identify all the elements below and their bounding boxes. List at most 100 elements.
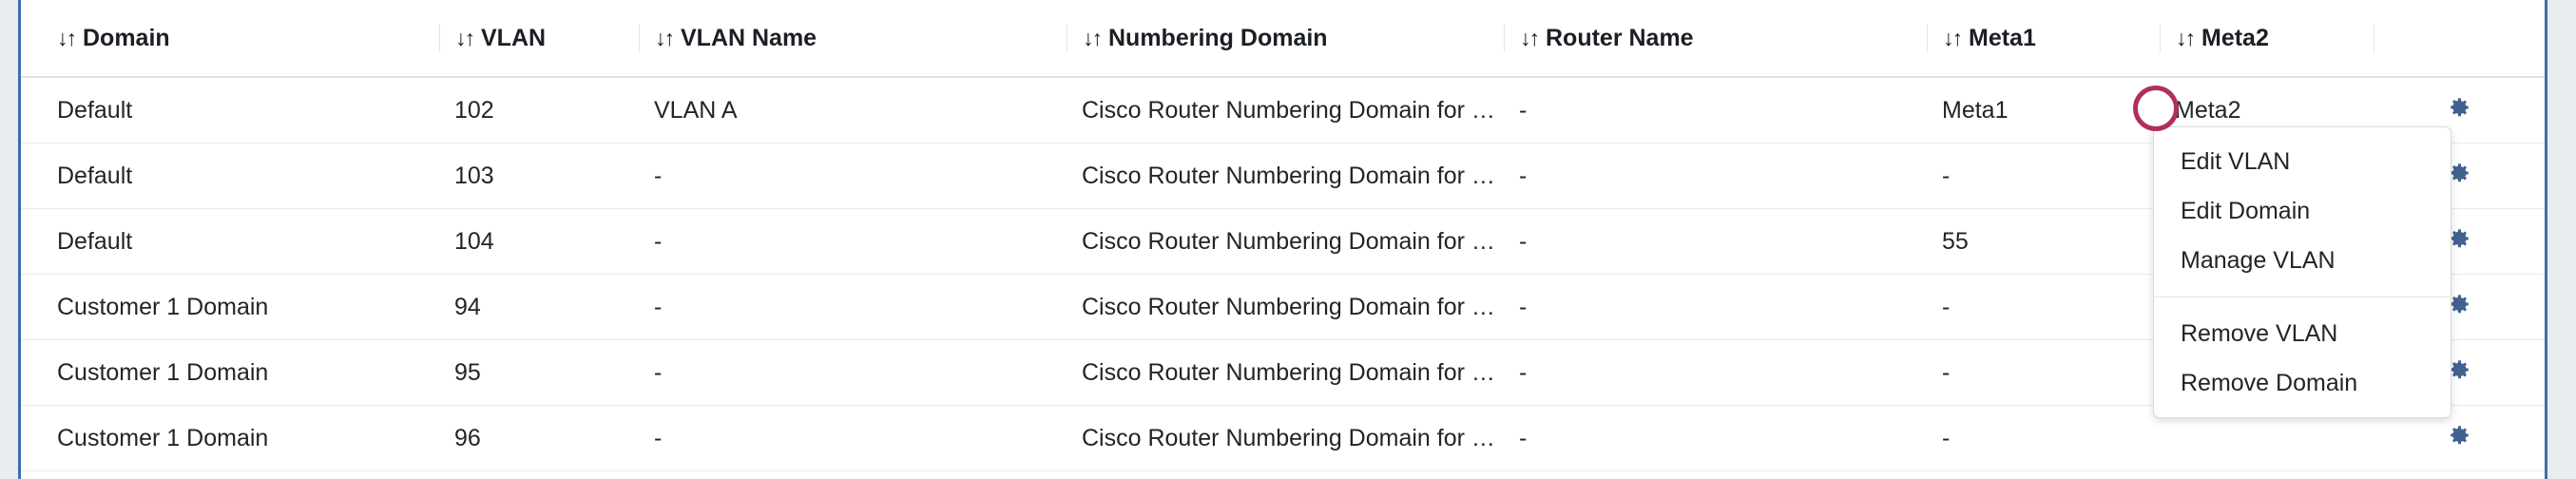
gear-icon[interactable] <box>2447 357 2471 382</box>
table-cell-meta1-value: - <box>1942 424 1951 451</box>
panel-right-border <box>2545 0 2547 479</box>
column-header-router-name[interactable]: ↓↑Router Name <box>1504 0 1927 78</box>
sort-icon[interactable]: ↓↑ <box>57 26 77 50</box>
table-cell-meta1-value: - <box>1942 293 1951 320</box>
table-cell-domain-value: Default <box>57 96 133 124</box>
table-cell-domain: Default <box>21 143 439 209</box>
table-cell-numbering-domain-value: Cisco Router Numbering Domain for … <box>1082 358 1495 386</box>
menu-item-remove-domain[interactable]: Remove Domain <box>2181 370 2358 396</box>
menu-item-remove-vlan[interactable]: Remove VLAN <box>2181 320 2338 347</box>
vlan-domain-table: ↓↑Domain ↓↑VLAN ↓↑VLAN Name <box>21 0 2545 471</box>
table-cell-vlan-name: - <box>639 143 1067 209</box>
table-cell-meta1: - <box>1927 143 2160 209</box>
table-cell-router-name: - <box>1504 274 1927 340</box>
column-header-vlan-name[interactable]: ↓↑VLAN Name <box>639 0 1067 78</box>
table-cell-domain: Default <box>21 77 439 144</box>
table-panel: ↓↑Domain ↓↑VLAN ↓↑VLAN Name <box>21 0 2545 479</box>
column-header-meta1-label: Meta1 <box>1969 25 2036 51</box>
table-cell-router-name-value: - <box>1519 227 1528 255</box>
sort-icon[interactable]: ↓↑ <box>1083 26 1103 50</box>
column-header-meta1[interactable]: ↓↑Meta1 <box>1927 0 2160 78</box>
table-cell-vlan-name: - <box>639 274 1067 340</box>
sort-icon[interactable]: ↓↑ <box>1943 26 1963 50</box>
table-cell-router-name-value: - <box>1519 424 1528 451</box>
gear-icon[interactable] <box>2447 161 2471 185</box>
gear-icon[interactable] <box>2447 226 2471 251</box>
table-cell-numbering-domain: Cisco Router Numbering Domain for … <box>1067 208 1504 275</box>
column-header-vlan[interactable]: ↓↑VLAN <box>439 0 639 78</box>
table-cell-meta1-value: - <box>1942 358 1951 386</box>
panel-left-border <box>18 0 21 479</box>
table-cell-domain-value: Default <box>57 162 133 189</box>
table-cell-vlan-value: 96 <box>454 424 481 451</box>
table-cell-numbering-domain: Cisco Router Numbering Domain for … <box>1067 143 1504 209</box>
table-cell-domain: Default <box>21 208 439 275</box>
table-cell-domain-value: Customer 1 Domain <box>57 293 269 320</box>
table-cell-router-name-value: - <box>1519 96 1528 124</box>
sort-icon[interactable]: ↓↑ <box>455 26 475 50</box>
table-cell-meta1-value: Meta1 <box>1942 96 2009 124</box>
gear-icon[interactable] <box>2447 423 2471 448</box>
table-cell-router-name: - <box>1504 405 1927 471</box>
table-header-row: ↓↑Domain ↓↑VLAN ↓↑VLAN Name <box>21 0 2545 78</box>
sort-icon[interactable]: ↓↑ <box>1520 26 1540 50</box>
table-cell-vlan: 103 <box>439 143 639 209</box>
table-cell-vlan-name-value: - <box>654 227 663 255</box>
table-cell-router-name: - <box>1504 208 1927 275</box>
column-header-domain[interactable]: ↓↑Domain <box>21 0 439 78</box>
menu-item-edit-vlan[interactable]: Edit VLAN <box>2181 148 2291 175</box>
table-cell-numbering-domain-value: Cisco Router Numbering Domain for … <box>1082 293 1495 320</box>
table-cell-router-name: - <box>1504 339 1927 406</box>
table-cell-numbering-domain: Cisco Router Numbering Domain for … <box>1067 274 1504 340</box>
table-cell-meta2-value: Meta2 <box>2175 96 2241 124</box>
table-cell-meta1: Meta1 <box>1927 77 2160 144</box>
table-cell-meta1-value: 55 <box>1942 227 1969 255</box>
table-cell-vlan: 96 <box>439 405 639 471</box>
table-cell-numbering-domain: Cisco Router Numbering Domain for … <box>1067 77 1504 144</box>
column-header-vlan-name-label: VLAN Name <box>681 25 817 51</box>
menu-item-edit-domain[interactable]: Edit Domain <box>2181 198 2311 224</box>
table-body: Default 102 VLAN A Cisco Router Numbering D… <box>21 77 2545 471</box>
table-cell-domain-value: Default <box>57 227 133 255</box>
column-header-meta2[interactable]: ↓↑Meta2 <box>2160 0 2374 78</box>
gear-icon[interactable] <box>2447 292 2471 316</box>
table-cell-vlan: 95 <box>439 339 639 406</box>
table-cell-vlan-value: 104 <box>454 227 494 255</box>
table-cell-vlan: 102 <box>439 77 639 144</box>
table-cell-vlan-value: 103 <box>454 162 494 189</box>
table-cell-vlan-name: - <box>639 405 1067 471</box>
column-header-numbering-domain[interactable]: ↓↑Numbering Domain <box>1067 0 1504 78</box>
table-cell-vlan: 94 <box>439 274 639 340</box>
column-header-meta2-label: Meta2 <box>2201 25 2269 51</box>
sort-icon[interactable]: ↓↑ <box>2176 26 2196 50</box>
table-cell-meta1: 55 <box>1927 208 2160 275</box>
table-cell-vlan-value: 94 <box>454 293 481 320</box>
column-header-numbering-domain-label: Numbering Domain <box>1108 25 1328 51</box>
table-cell-vlan-value: 95 <box>454 358 481 386</box>
table-cell-router-name: - <box>1504 143 1927 209</box>
table-cell-numbering-domain-value: Cisco Router Numbering Domain for … <box>1082 96 1495 124</box>
column-header-vlan-label: VLAN <box>481 25 547 51</box>
sort-icon[interactable]: ↓↑ <box>655 26 675 50</box>
table-cell-vlan-name-value: - <box>654 358 663 386</box>
table-cell-numbering-domain-value: Cisco Router Numbering Domain for … <box>1082 162 1495 189</box>
table-cell-meta1: - <box>1927 339 2160 406</box>
table-cell-vlan-name-value: - <box>654 293 663 320</box>
table-cell-vlan-name: - <box>639 208 1067 275</box>
table-cell-vlan-value: 102 <box>454 96 494 124</box>
table-cell-vlan-name-value: - <box>654 424 663 451</box>
table-cell-meta1-value: - <box>1942 162 1951 189</box>
table-cell-numbering-domain: Cisco Router Numbering Domain for … <box>1067 405 1504 471</box>
table-cell-numbering-domain-value: Cisco Router Numbering Domain for … <box>1082 227 1495 255</box>
table-cell-meta1: - <box>1927 405 2160 471</box>
column-header-domain-label: Domain <box>83 25 170 51</box>
table-cell-vlan: 104 <box>439 208 639 275</box>
gear-icon[interactable] <box>2447 95 2471 120</box>
table-cell-router-name: - <box>1504 77 1927 144</box>
menu-item-manage-vlan[interactable]: Manage VLAN <box>2181 247 2336 274</box>
table-cell-vlan-name: VLAN A <box>639 77 1067 144</box>
